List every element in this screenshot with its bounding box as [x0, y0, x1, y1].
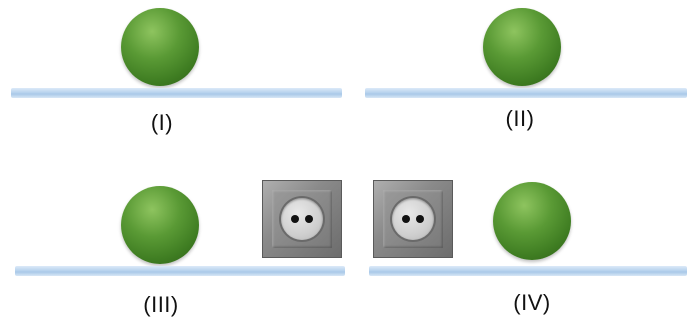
green-ball-icon: [121, 8, 199, 86]
panel-label: (I): [150, 110, 174, 135]
socket-pin: [402, 215, 410, 223]
socket-pin: [291, 215, 299, 223]
green-ball-icon: [493, 182, 571, 260]
surface-line: [365, 88, 687, 98]
socket-outlet: [281, 198, 323, 240]
surface-line: [15, 266, 345, 276]
panel-label: (III): [143, 292, 179, 317]
green-ball-icon: [483, 8, 561, 86]
socket-outlet: [392, 198, 434, 240]
surface-line: [11, 88, 342, 98]
surface-line: [369, 266, 687, 276]
panel-label: (II): [505, 106, 535, 131]
panel-label: (IV): [513, 290, 551, 315]
power-socket-icon: [262, 180, 342, 258]
socket-pin: [305, 215, 313, 223]
green-ball-icon: [121, 186, 199, 264]
power-socket-icon: [373, 180, 453, 258]
socket-pin: [416, 215, 424, 223]
